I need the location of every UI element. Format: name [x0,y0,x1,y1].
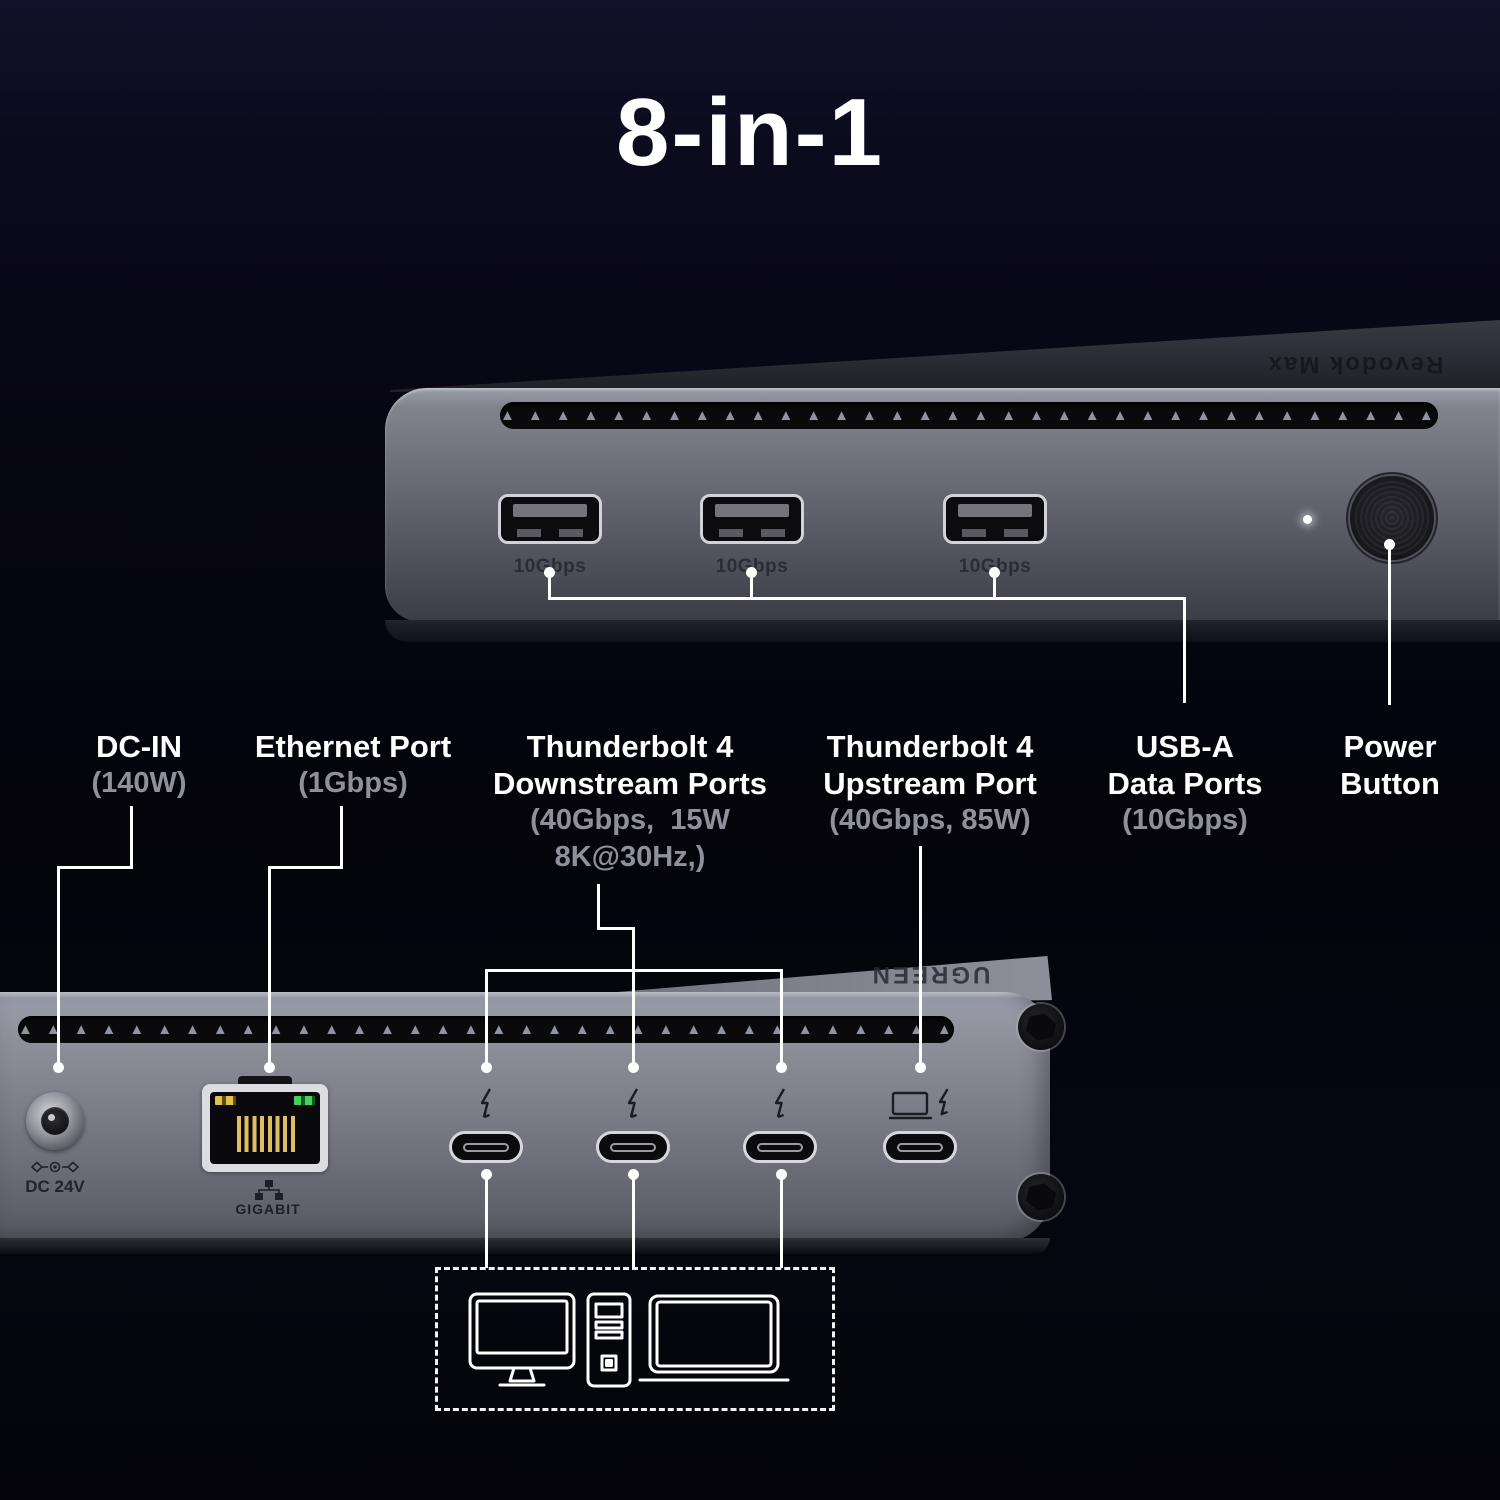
laptop-icon [638,1294,790,1382]
callout-ethernet: Ethernet Port (1Gbps) [254,729,452,799]
thunderbolt-port [596,1131,670,1163]
thunderbolt-port [743,1131,817,1163]
thunderbolt-icon [774,1088,786,1119]
connected-devices-icons [468,1292,790,1388]
leader-dot [989,567,1000,578]
usb-a-tongue [958,504,1032,517]
leader-line [1183,597,1186,703]
power-led-indicator [1303,515,1312,524]
leader-dot [915,1062,926,1073]
callout-power-button: Power Button [1340,729,1440,801]
leader-dot [746,567,757,578]
screw-icon [1018,1174,1064,1220]
network-icon [255,1180,283,1200]
leader-line [1388,548,1391,705]
ethernet-led-yellow [215,1096,236,1105]
port-speed-label: 10Gbps [935,556,1055,578]
ethernet-led-green [294,1096,315,1105]
usb-a-tongue [513,504,587,517]
usb-a-port [943,494,1047,544]
thunderbolt-port [449,1131,523,1163]
leader-dot [1384,539,1395,550]
callout-thunderbolt-downstream: Thunderbolt 4 Downstream Ports (40Gbps, … [493,729,767,873]
top-dock-bottom-edge [385,620,1500,642]
top-dock-engraving: Revodok Max [1266,351,1444,378]
connected-devices-box [435,1267,835,1411]
vent-grille-icon: ▲▲▲▲▲▲▲▲▲▲▲▲▲▲▲▲▲▲▲▲▲▲▲▲▲▲▲▲▲▲▲▲▲▲▲▲▲▲▲▲ [500,402,1438,429]
dc-polarity-icon [30,1161,80,1173]
port-speed-label: 10Gbps [692,556,812,578]
thunderbolt-icon [480,1088,492,1119]
ethernet-gold-pins [237,1116,295,1152]
bottom-dock-bottom-edge [0,1238,1050,1254]
page-title: 8-in-1 [615,79,885,186]
leader-dot [53,1062,64,1073]
leader-dot [481,1169,492,1180]
leader-dot [264,1062,275,1073]
callout-usb-a: USB-A Data Ports (10Gbps) [1107,729,1263,836]
desktop-tower-icon [586,1292,632,1388]
usb-a-tongue [715,504,789,517]
thunderbolt-icon [627,1088,639,1119]
leader-dot [544,567,555,578]
thunderbolt-upstream-port [883,1131,957,1163]
dc-port-label: DC 24V [25,1177,85,1196]
leader-line [548,597,1186,600]
screw-icon [1018,1004,1064,1050]
bottom-dock-engraving: UGREEN [869,961,991,988]
leader-dot [481,1062,492,1073]
port-speed-label: 10Gbps [490,556,610,578]
leader-dot [776,1169,787,1180]
callout-thunderbolt-upstream: Thunderbolt 4 Upstream Port (40Gbps, 85W… [823,729,1037,836]
monitor-icon [468,1292,576,1387]
ethernet-speed-label: GIGABIT [235,1201,301,1217]
laptop-host-thunderbolt-icon [889,1088,949,1120]
dc-power-jack-inner [41,1107,69,1135]
leader-dot [628,1169,639,1180]
leader-dot [628,1062,639,1073]
leader-dot [776,1062,787,1073]
callout-dc-in: DC-IN (140W) [91,729,187,799]
usb-a-port [700,494,804,544]
usb-a-port [498,494,602,544]
